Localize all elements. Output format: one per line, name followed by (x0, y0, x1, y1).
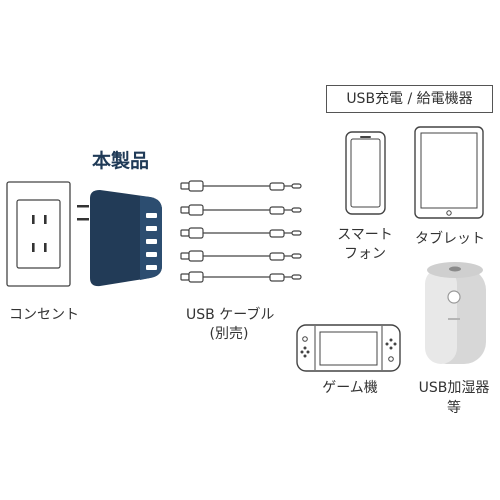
product-title: 本製品 (92, 150, 150, 172)
smartphone-icon (345, 131, 386, 215)
game-console-label: ゲーム機 (322, 380, 378, 396)
smartphone-label-line2: フォン (344, 246, 386, 262)
cable-note: (別売) (209, 326, 249, 342)
usb-humidifier-icon (425, 262, 486, 364)
humidifier-label-line2: 等 (447, 400, 461, 416)
outlet-label: コンセント (9, 307, 79, 323)
smartphone-label: スマート (337, 227, 393, 243)
usb-cable-icon (180, 180, 302, 283)
cable-label: USB ケーブル (186, 307, 275, 323)
tablet-label: タブレット (415, 231, 485, 247)
game-console-icon (296, 324, 401, 372)
humidifier-label: USB加湿器 (418, 380, 490, 396)
tablet-icon (414, 126, 484, 219)
wall-outlet-icon (6, 181, 71, 287)
devices-header: USB充電 / 給電機器 (326, 85, 493, 113)
usb-charger-icon (77, 190, 162, 287)
